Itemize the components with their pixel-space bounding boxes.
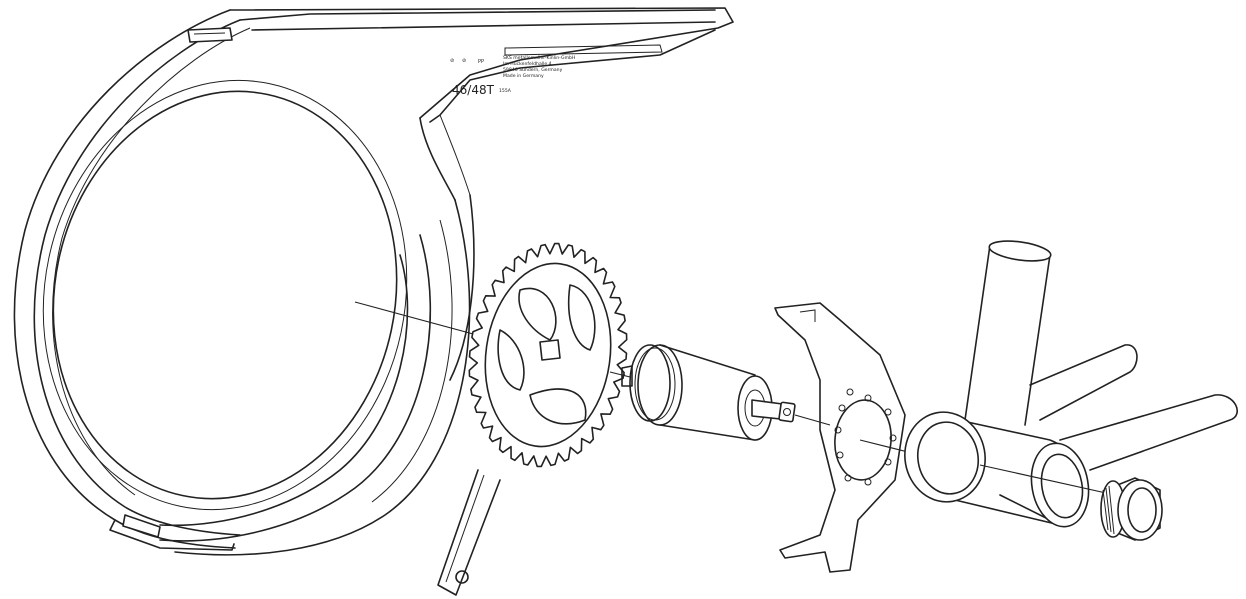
recycle-circle-2: ⊘ xyxy=(462,58,466,64)
teeth-count-label: 46/48T xyxy=(452,83,495,97)
manufacturer-line-3: 59846 Sundern, Germany xyxy=(503,67,563,73)
manufacturer-line-2: Im Huckenfeldhalle 4, xyxy=(503,61,554,67)
mounting-bracket xyxy=(774,302,921,573)
chainring-crank xyxy=(437,242,631,596)
manufacturer-line-4: Made in Germany xyxy=(503,73,544,79)
frame-bottom-bracket-shell xyxy=(904,240,1238,528)
manufacturer-line-1: SKS metallemaller-Kinlin-GmbH xyxy=(503,55,575,61)
small-code-label: 155A xyxy=(499,88,512,94)
recycle-circle-1: ⊘ xyxy=(450,58,454,64)
recycling-code: PP xyxy=(478,59,484,65)
bottom-bracket-cartridge xyxy=(621,344,831,441)
bearing-cup xyxy=(1100,477,1163,541)
chainguard: ⊘ ⊘ PP 46/48T SKS metallemaller-Kinlin-G… xyxy=(13,7,734,556)
